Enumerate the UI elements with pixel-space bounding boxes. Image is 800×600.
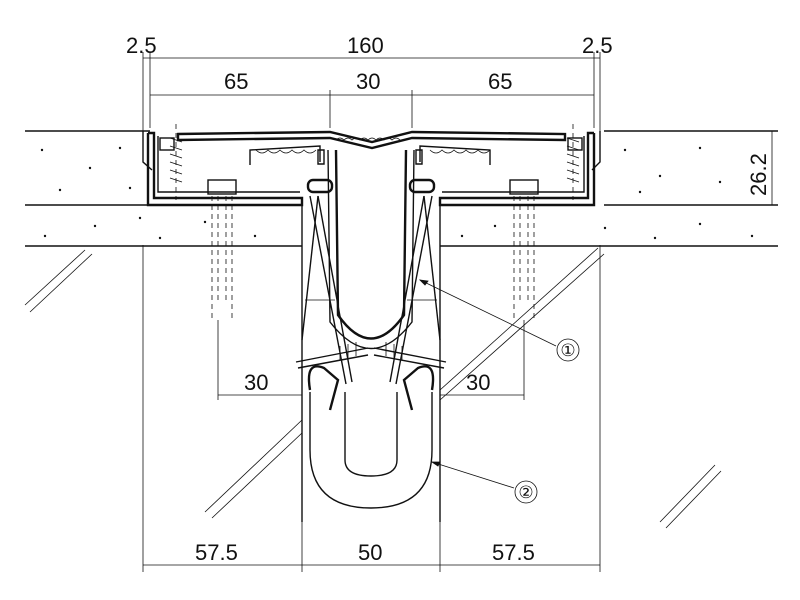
clamp-left [295,342,369,369]
seal-lower-u-loop [307,365,435,509]
dim-bottom-left: 57.5 [195,540,238,565]
dim-inner-right: 30 [466,370,490,395]
retaining-clip-left [306,149,334,194]
dim-top-left-edge: 2.5 [126,33,157,58]
clamp-right [373,342,447,369]
dimension-lines [142,52,778,572]
dim-bottom-right: 57.5 [492,540,535,565]
screw-right [566,124,580,200]
slab-hatching [24,247,722,529]
dim-mid-right: 65 [488,69,512,94]
cover-plate [176,130,567,165]
dim-bottom-center: 50 [358,540,382,565]
callout-circles [514,338,580,504]
dim-top-overall: 160 [347,33,384,58]
anchor-bolt-right [509,179,539,318]
cover-frame-right [438,131,601,207]
joint-gap-walls [301,205,441,522]
dim-height-right: 26.2 [746,153,771,196]
concrete-slab-left [25,130,302,247]
dim-inner-left: 30 [244,370,268,395]
callout-label-1: ① [560,341,575,360]
callout-label-2: ② [518,483,533,502]
retaining-clip-right [408,149,436,194]
screw-left [169,124,183,200]
seal-support-legs [301,195,441,385]
dim-top-right-edge: 2.5 [582,33,613,58]
dim-mid-center: 30 [356,69,380,94]
callout-leaders [418,279,557,489]
anchor-bolt-left [207,179,237,318]
dim-mid-left: 65 [224,69,248,94]
cover-frame-left [142,131,304,207]
concrete-slab-right [440,130,778,247]
